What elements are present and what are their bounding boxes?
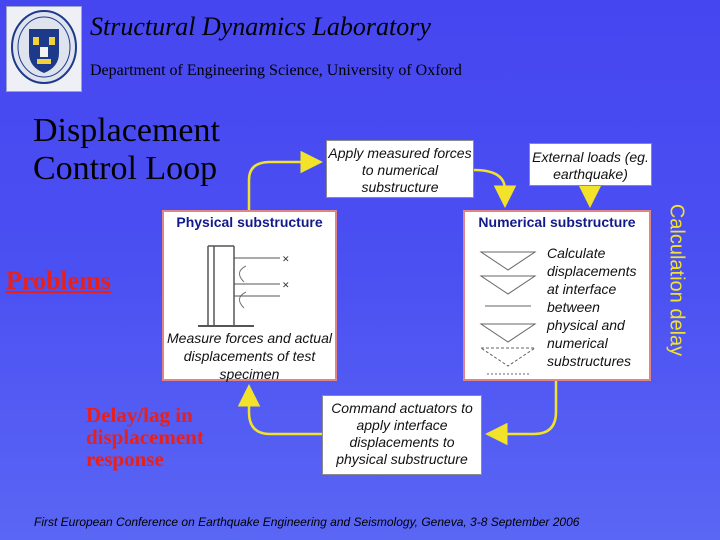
department-subtitle: Department of Engineering Science, Unive…	[90, 62, 462, 79]
arrow-physical-to-apply	[247, 150, 323, 210]
apply-forces-box: Apply measured forces to numerical subst…	[326, 140, 474, 198]
svg-text:✕: ✕	[282, 281, 290, 291]
physical-substructure-caption: Measure forces and actual displacements …	[167, 330, 332, 382]
numerical-substructure-caption: Calculate displacements at interface bet…	[547, 245, 637, 369]
command-actuators-box: Command actuators to apply interface dis…	[322, 395, 482, 475]
delay-note: Delay/lag in displacement response	[86, 403, 204, 471]
university-crest-logo	[6, 6, 82, 92]
lab-title: Structural Dynamics Laboratory	[90, 12, 431, 41]
conference-footer: First European Conference on Earthquake …	[34, 515, 580, 529]
arrow-numerical-to-command	[485, 381, 558, 446]
numerical-model-sketch	[479, 251, 537, 375]
external-loads-box: External loads (eg. earthquake)	[529, 143, 652, 186]
slide-title: Displacement Control Loop	[33, 112, 220, 187]
arrow-apply-to-numerical	[473, 168, 517, 208]
calculation-delay-label: Calculation delay	[665, 203, 688, 357]
svg-text:✕: ✕	[282, 255, 290, 265]
problems-heading: Problems	[6, 266, 111, 295]
test-frame-sketch: ✕ ✕	[198, 245, 290, 327]
numerical-substructure-heading: Numerical substructure	[478, 214, 636, 230]
arrow-command-to-physical	[237, 384, 322, 436]
physical-substructure-box: Physical substructure ✕ ✕ Measure forces…	[162, 210, 337, 382]
physical-substructure-heading: Physical substructure	[176, 214, 323, 230]
numerical-substructure-box: Numerical substructure Calculate displac…	[463, 210, 651, 381]
